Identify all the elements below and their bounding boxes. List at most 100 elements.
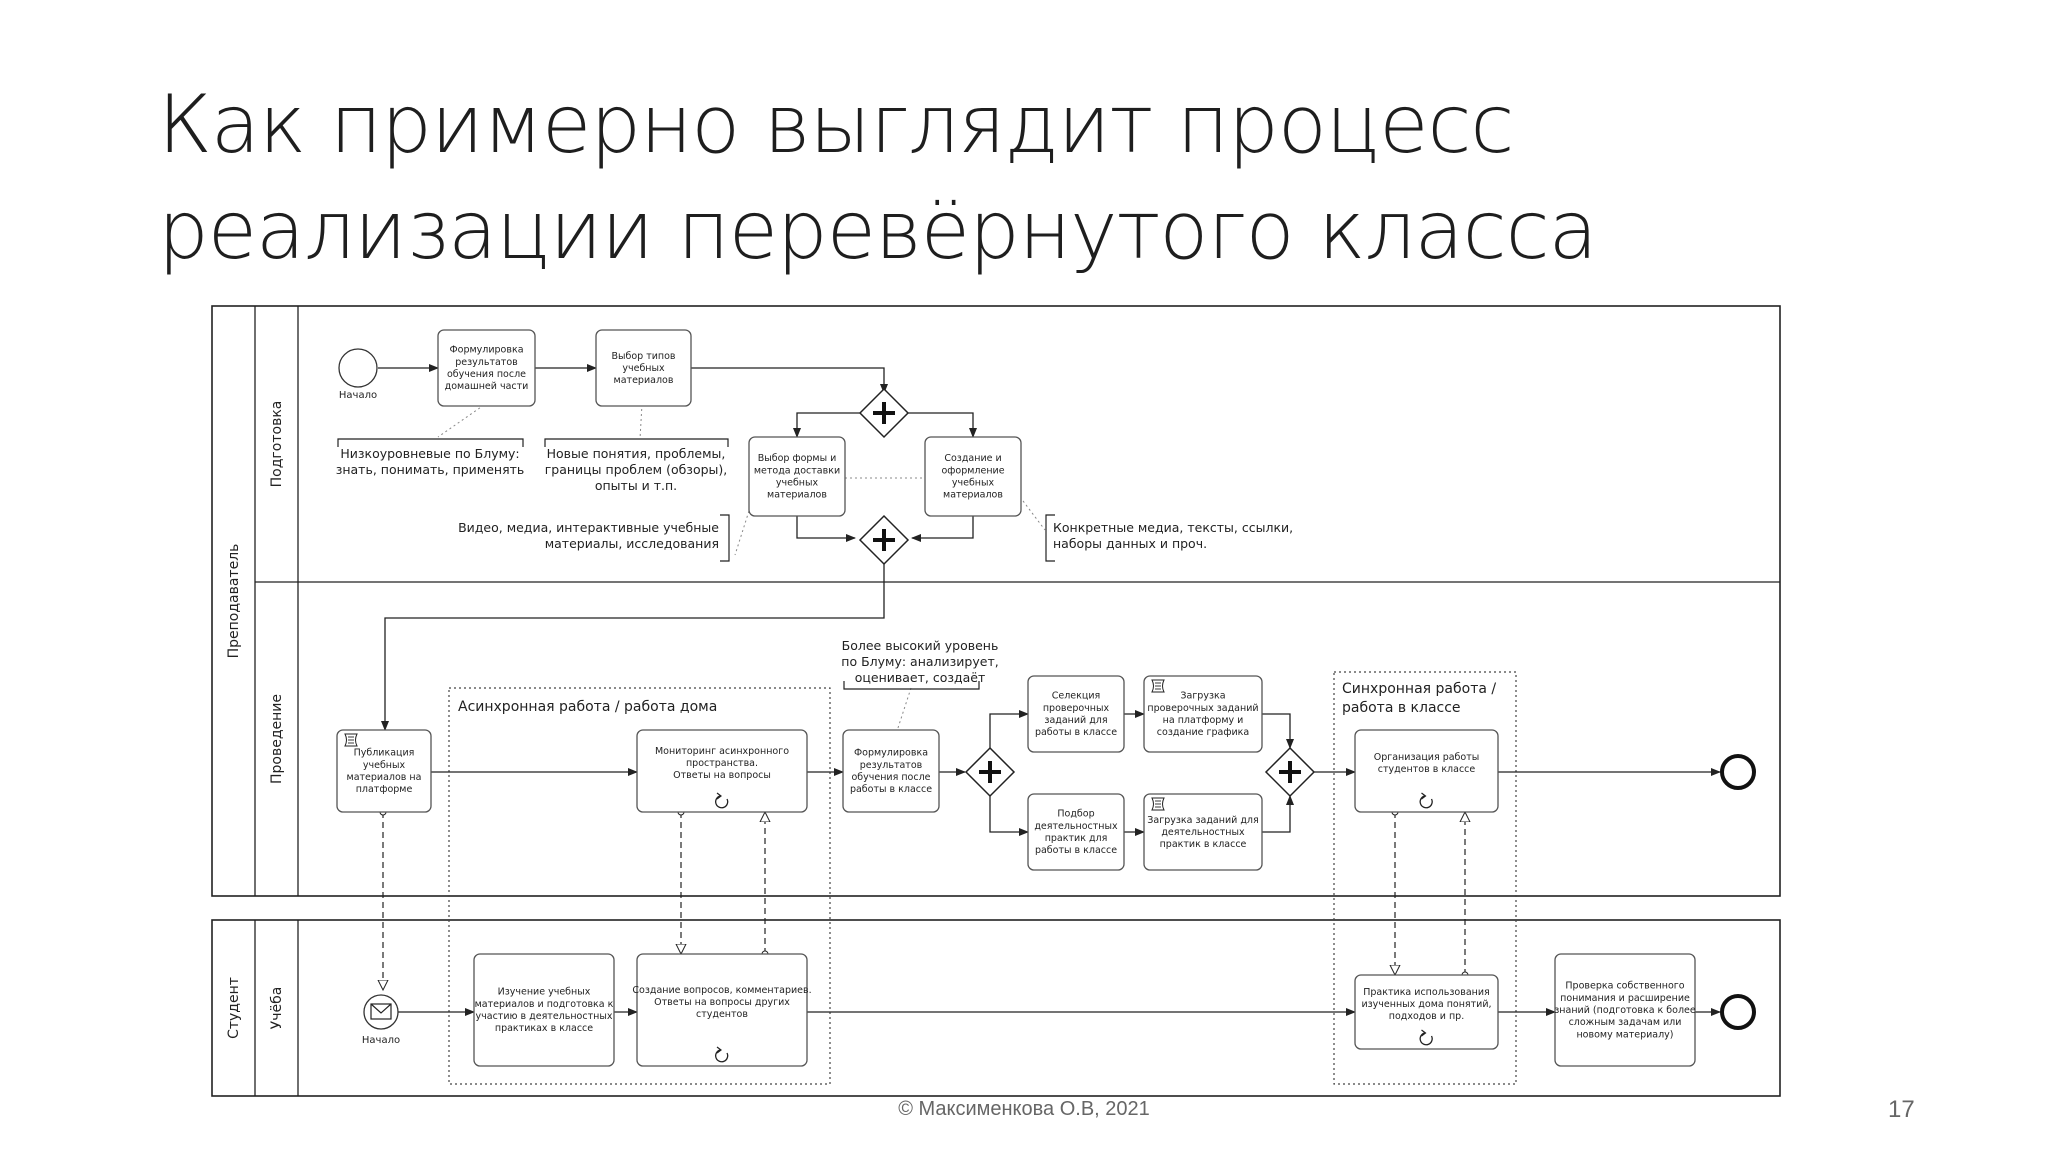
task-text-line: Ответы на вопросы других [654, 997, 790, 1008]
task-text-line: учебных [776, 478, 819, 489]
group-sync-label-2: работа в классе [1342, 700, 1461, 716]
task-text-line: создание графика [1157, 727, 1249, 738]
pool-teacher-label: Преподаватель [226, 544, 242, 659]
annotation-video-media: материалы, исследования [545, 536, 719, 551]
annotation-concrete-media: Конкретные медиа, тексты, ссылки, [1053, 520, 1293, 535]
page-number: 17 [1888, 1096, 1915, 1123]
sequence-flows [378, 364, 1721, 1016]
loop-icon [715, 792, 729, 809]
script-icon [1151, 679, 1165, 693]
task-text-line: новому материалу) [1576, 1029, 1673, 1040]
task-text-line: сложным задачам или [1569, 1017, 1682, 1028]
slide-footer: © Максименкова О.В, 2021 [898, 1098, 1150, 1120]
task-text-line: понимания и расширение [1560, 993, 1690, 1004]
task-text-line: материалов на [347, 772, 422, 783]
parallel-gateway-split-conduct [964, 746, 1016, 798]
task-text-line: материалов [767, 490, 827, 501]
task-text-line: домашней части [445, 381, 529, 392]
task-text-line: учебных [622, 363, 665, 374]
task-text-line: Мониторинг асинхронного [655, 746, 789, 757]
annotations-layer: Низкоуровневые по Блуму:знать, понимать,… [336, 438, 1293, 690]
lane-study-label: Учёба [269, 987, 285, 1030]
task-text-line: участию в деятельностных [476, 1011, 613, 1022]
start-event-teacher [338, 348, 378, 388]
task-text-line: подходов и пр. [1389, 1011, 1464, 1022]
parallel-gateway-join-prep [858, 514, 910, 566]
group-async [448, 687, 831, 1085]
task-text-line: Выбор формы и [758, 453, 837, 464]
task-text-line: Ответы на вопросы [673, 770, 771, 781]
pool-student [211, 919, 1781, 1097]
task-monitor: Мониторинг асинхронногопространства.Отве… [636, 729, 808, 813]
script-icon [344, 733, 358, 747]
slide-title: Как примерно выглядит процесс реализации… [158, 72, 1858, 284]
lane-conduct-label: Проведение [269, 694, 285, 784]
task-text-line: учебных [363, 760, 406, 771]
group-sync [1333, 671, 1517, 1085]
task-questions: Создание вопросов, комментариев.Ответы н… [632, 953, 812, 1067]
task-text-line: обучения после [447, 369, 526, 380]
task-text-line: Организация работы [1374, 752, 1480, 763]
task-text-line: обучения после [851, 772, 930, 783]
task-text-line: практиках в классе [495, 1023, 593, 1034]
parallel-gateway-join-conduct [1264, 746, 1316, 798]
task-text-line: Загрузка [1180, 691, 1225, 702]
task-text-line: изученных дома понятий, [1361, 999, 1491, 1010]
task-text-line: Формулировка [854, 748, 928, 759]
script-icon [1151, 797, 1165, 811]
pool-teacher [211, 305, 1781, 897]
annotation-bloom-high: Более высокий уровень [842, 638, 999, 653]
task-text-line: метода доставки [754, 465, 840, 476]
slide-title-line2: реализации перевёрнутого класса [158, 184, 1598, 277]
annotation-video-media: Видео, медиа, интерактивные учебные [458, 520, 719, 535]
task-text-line: заданий для [1044, 715, 1107, 726]
task-text-line: на платформу и [1163, 715, 1244, 726]
task-text-line: Создание вопросов, комментариев. [632, 985, 811, 996]
task-text-line: платформе [356, 784, 413, 795]
task-text-line: учебных [952, 478, 995, 489]
annotation-bloom-low: Низкоуровневые по Блуму: [340, 446, 519, 461]
task-text-line: Подбор [1057, 809, 1094, 820]
loop-icon [715, 1046, 729, 1063]
annotation-bloom-high: оценивает, создаёт [855, 670, 986, 685]
task-text-line: работы в классе [850, 784, 932, 795]
task-text-line: студентов в классе [1378, 764, 1476, 775]
task-text-line: оформление [941, 465, 1004, 476]
start-event-student-label: Начало [362, 1035, 400, 1046]
annotation-new-concepts: Новые понятия, проблемы, [547, 446, 726, 461]
loop-icon [1419, 792, 1433, 809]
start-event-teacher-label: Начало [339, 390, 377, 401]
task-text-line: результатов [455, 357, 518, 368]
annotation-concrete-media: наборы данных и проч. [1053, 536, 1207, 551]
task-text-line: проверочных [1043, 703, 1110, 714]
task-text-line: Селекция [1052, 691, 1101, 702]
end-event-study [1720, 994, 1756, 1030]
task-text-line: студентов [696, 1009, 748, 1020]
task-text-line: материалов [943, 490, 1003, 501]
task-text-line: Публикация [354, 748, 415, 759]
pool-student-label: Студент [226, 977, 242, 1039]
slide-title-line1: Как примерно выглядит процесс [158, 78, 1514, 171]
annotation-bloom-high: по Блуму: анализирует, [841, 654, 998, 669]
loop-icon [1419, 1029, 1433, 1046]
task-upload-tasks: Загрузка заданий длядеятельностныхпракти… [1143, 793, 1263, 871]
task-text-line: материалов [614, 375, 674, 386]
task-text-line: знаний (подготовка к более [1554, 1005, 1696, 1016]
envelope-icon [370, 1003, 392, 1020]
end-event-conduct [1720, 754, 1756, 790]
task-text-line: Изучение учебных [498, 987, 591, 998]
task-text-line: Формулировка [449, 345, 523, 356]
task-text-line: Создание и [944, 453, 1001, 464]
